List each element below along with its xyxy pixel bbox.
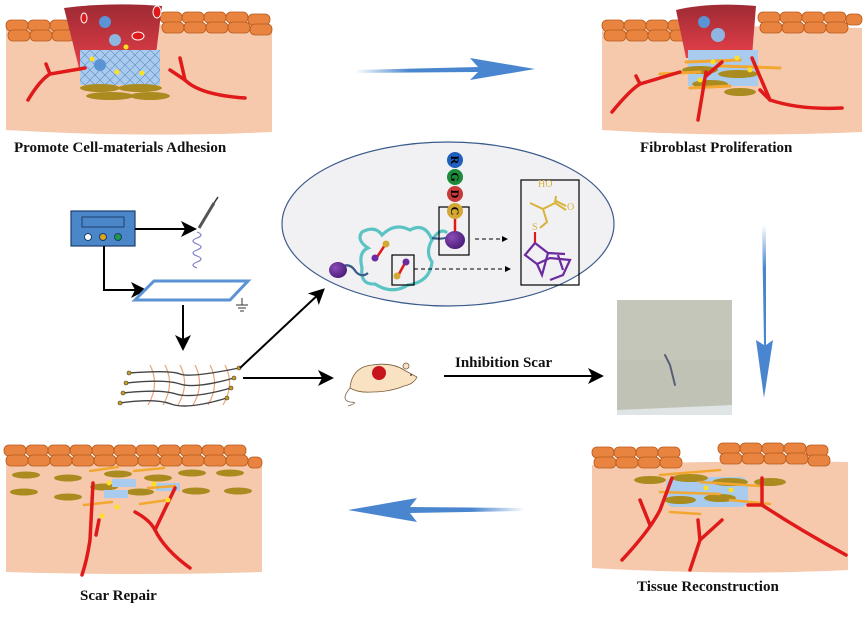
flow-arrow-right xyxy=(355,58,535,80)
scar-repair-panel xyxy=(3,444,263,577)
sulfur-label: S xyxy=(532,222,538,233)
collector-plate-icon xyxy=(131,279,252,302)
hydroxyl-label: HO xyxy=(538,179,553,190)
adhesion-label: Promote Cell-materials Adhesion xyxy=(14,140,227,156)
epidermis-layer xyxy=(3,444,263,469)
nanofiber-mat-icon xyxy=(117,364,242,407)
electrospinning-setup xyxy=(70,196,334,407)
rgd-peptide-chain: R G D C xyxy=(447,152,464,219)
blood-vessels xyxy=(26,56,247,102)
norbornane-structure xyxy=(523,242,572,282)
mouse-icon xyxy=(344,362,418,407)
molecular-ellipse xyxy=(281,141,615,307)
scar-repair-label: Scar Repair xyxy=(80,588,157,604)
adhesion-panel xyxy=(5,4,273,135)
wound-mark xyxy=(372,366,386,380)
reconstruction-label: Tissue Reconstruction xyxy=(637,579,779,595)
selection-box-crosslink xyxy=(391,254,415,286)
epidermis-layer xyxy=(5,11,273,42)
inhibition-scar-label: Inhibition Scar xyxy=(455,355,553,371)
peptide-bead-r: R xyxy=(447,152,463,168)
chemical-structure-box xyxy=(520,179,580,286)
proliferation-label: Fibroblast Proliferation xyxy=(640,140,793,156)
carbonyl-oxygen-label: O xyxy=(567,202,575,213)
peptide-bead-g: G xyxy=(447,169,463,185)
scar-line xyxy=(664,354,676,386)
flow-arrow-left xyxy=(348,498,525,522)
proliferation-panel xyxy=(601,4,863,135)
reconstruction-panel xyxy=(591,442,848,573)
ground-icon xyxy=(236,298,248,312)
flow-arrow-down xyxy=(756,225,773,398)
peptide-bead-c: C xyxy=(447,203,463,219)
fibroblasts xyxy=(80,84,170,100)
syringe-icon xyxy=(197,196,219,229)
fiber-jet-icon xyxy=(192,231,202,269)
scar-photo xyxy=(617,300,732,415)
epidermis-layer xyxy=(591,442,831,469)
rgd-modification-diagram xyxy=(281,141,615,307)
crosslink-1 xyxy=(371,240,390,262)
purple-bead xyxy=(329,262,347,278)
peptide-bead-d: D xyxy=(447,186,463,202)
